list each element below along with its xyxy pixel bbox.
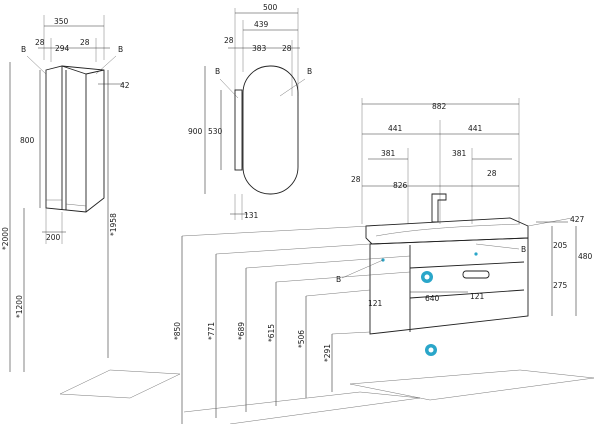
floor-level-689: *689 <box>237 322 246 340</box>
floor-level-506: *506 <box>297 330 306 348</box>
vanity-label-b-left: B <box>336 275 341 284</box>
vanity-inset-right: 121 <box>470 292 485 301</box>
mirror-height: 900 <box>188 127 203 136</box>
cabinet-side-left: 28 <box>35 38 45 47</box>
cabinet-height: 800 <box>20 136 35 145</box>
cabinet-depth: 42 <box>120 81 130 90</box>
mirror-height-inner: 530 <box>208 127 223 136</box>
floor-level-dimensions: *850 *771 *689 *615 *506 *291 <box>173 225 421 424</box>
vanity-side-right: 28 <box>487 169 497 178</box>
vanity-height-total: 480 <box>578 252 593 261</box>
cabinet-base-width: 200 <box>46 233 61 242</box>
cabinet-width-inner: 294 <box>55 44 70 53</box>
mirror-side-right: 28 <box>282 44 292 53</box>
vanity-side-left: 28 <box>351 175 361 184</box>
mirror-width: 500 <box>263 3 278 12</box>
vanity-depth: 427 <box>570 215 585 224</box>
tall-cabinet: 350 28 294 28 B B 42 800 200 *2000 *1200 <box>1 15 181 399</box>
vanity-drawer-width: 640 <box>425 294 440 303</box>
cabinet-side-right: 28 <box>80 38 90 47</box>
vanity-width-total: 882 <box>432 102 447 111</box>
mirror-side-left: 28 <box>224 36 234 45</box>
mirror-depth: 131 <box>244 211 259 220</box>
mirror-shelf-width: 383 <box>252 44 267 53</box>
vanity-inset-left: 121 <box>368 299 383 308</box>
cabinet-elevation-top: *1958 <box>109 213 118 236</box>
mirror-label-b-left: B <box>215 67 220 76</box>
oval-mirror: 500 439 28 383 28 B B 900 530 131 <box>188 3 312 220</box>
floor-level-615: *615 <box>267 324 276 342</box>
floor-level-850: *850 <box>173 322 182 340</box>
cabinet-label-b-right: B <box>118 45 123 54</box>
cabinet-elevation-total: *2000 <box>1 227 10 250</box>
mirror-label-b-right: B <box>307 67 312 76</box>
cabinet-label-b-left: B <box>21 45 26 54</box>
vanity-basin-width: 826 <box>393 181 408 190</box>
mirror-width-inner: 439 <box>254 20 269 29</box>
vanity-label-b-right: B <box>521 245 526 254</box>
vanity-half-left: 441 <box>388 124 403 133</box>
vanity-unit: 882 441 441 381 381 826 28 28 B <box>336 98 595 401</box>
vanity-offset-right: 381 <box>452 149 467 158</box>
cabinet-width-total: 350 <box>54 17 69 26</box>
vanity-offset-left: 381 <box>381 149 396 158</box>
vanity-height-bottom: 275 <box>553 281 568 290</box>
floor-level-771: *771 <box>207 322 216 340</box>
floor-level-291: *291 <box>323 344 332 362</box>
vanity-height-top: 205 <box>553 241 568 250</box>
cabinet-elevation-bottom: *1200 <box>15 295 24 318</box>
vanity-half-right: 441 <box>468 124 483 133</box>
